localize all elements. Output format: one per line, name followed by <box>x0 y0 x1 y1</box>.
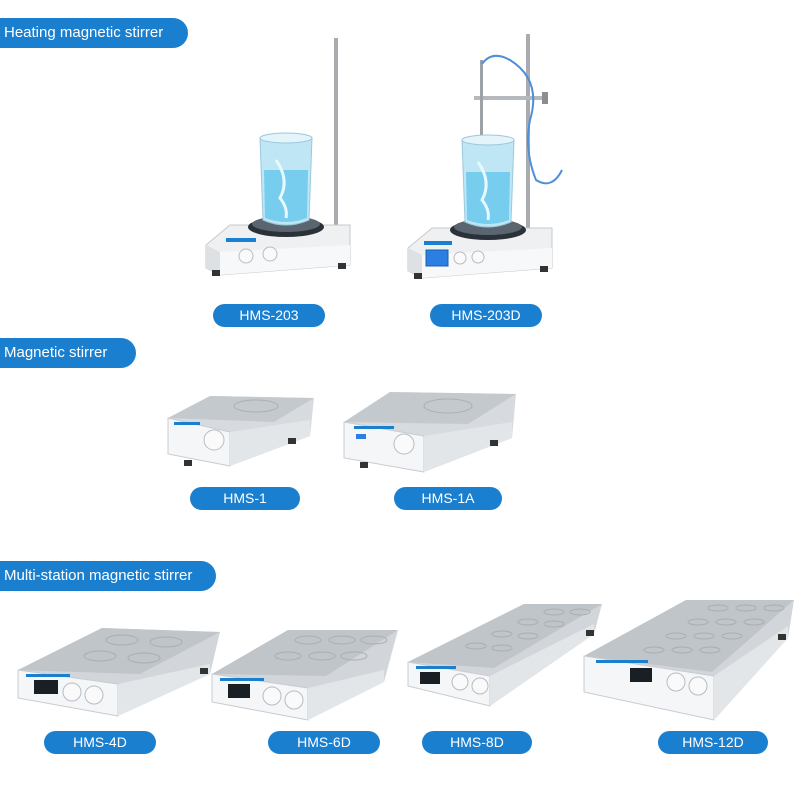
knob-icon <box>262 246 278 262</box>
stirring-vortex-icon <box>274 159 288 219</box>
model-label-hms-6d[interactable]: HMS-6D <box>268 731 380 754</box>
stirring-vortex-icon <box>476 161 490 221</box>
magnetic-stirrer-icon <box>167 396 314 467</box>
knob-icon <box>471 250 485 264</box>
lcd-display-icon <box>34 680 58 694</box>
model-label-hms-8d[interactable]: HMS-8D <box>422 731 532 754</box>
section-title-heating: Heating magnetic stirrer <box>0 18 188 48</box>
magnetic-stirrer-icon <box>343 392 516 473</box>
lcd-display-icon <box>425 249 449 267</box>
product-image-hms-4d[interactable] <box>14 622 222 718</box>
model-label-hms-12d[interactable]: HMS-12D <box>658 731 768 754</box>
product-image-hms-1[interactable] <box>164 392 316 468</box>
beaker-icon <box>259 132 313 226</box>
knob-icon <box>238 248 254 264</box>
knob-icon <box>471 677 489 695</box>
section-title-magnetic: Magnetic stirrer <box>0 338 136 368</box>
lcd-display-icon <box>228 684 250 698</box>
multi-station-stirrer-icon <box>17 628 220 717</box>
knob-icon <box>666 672 686 692</box>
lcd-display-icon <box>420 672 440 684</box>
hotplate-stirrer-icon <box>205 38 351 276</box>
product-image-hms-12d[interactable] <box>580 596 796 722</box>
knob-icon <box>688 676 708 696</box>
knob-icon <box>62 682 82 702</box>
hotplate-stirrer-probe-icon <box>407 34 563 279</box>
lcd-display-icon <box>356 434 366 439</box>
lcd-display-icon <box>630 668 652 682</box>
multi-station-stirrer-icon <box>583 600 794 721</box>
product-image-hms-8d[interactable] <box>404 600 604 710</box>
multi-station-stirrer-icon <box>407 604 602 707</box>
model-label-hms-4d[interactable]: HMS-4D <box>44 731 156 754</box>
product-image-hms-6d[interactable] <box>208 626 400 722</box>
multi-station-stirrer-icon <box>211 630 398 721</box>
beaker-icon <box>461 134 515 228</box>
model-label-hms-1a[interactable]: HMS-1A <box>394 487 502 510</box>
knob-icon <box>84 685 104 705</box>
knob-icon <box>451 673 469 691</box>
model-label-hms-203d[interactable]: HMS-203D <box>430 304 542 327</box>
knob-icon <box>284 690 304 710</box>
product-image-hms-203[interactable] <box>198 30 358 280</box>
knob-icon <box>393 433 415 455</box>
section-title-multi-station: Multi-station magnetic stirrer <box>0 561 216 591</box>
knob-icon <box>262 686 282 706</box>
knob-icon <box>453 251 467 265</box>
model-label-hms-1[interactable]: HMS-1 <box>190 487 300 510</box>
product-image-hms-1a[interactable] <box>340 388 518 474</box>
model-label-hms-203[interactable]: HMS-203 <box>213 304 325 327</box>
product-image-hms-203d[interactable] <box>402 30 570 280</box>
knob-icon <box>203 429 225 451</box>
